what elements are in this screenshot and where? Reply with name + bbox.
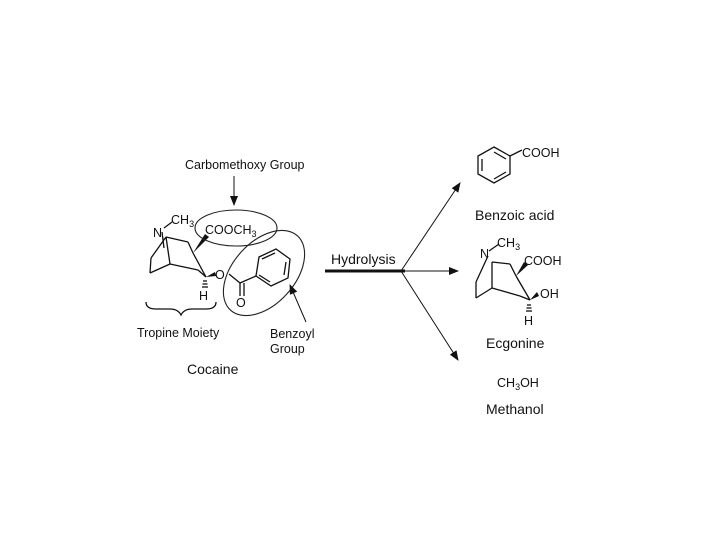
ecgonine-methyl: CH3 bbox=[497, 236, 520, 252]
carbomethoxy-ellipse bbox=[194, 209, 278, 247]
benzoic-acid-label: Benzoic acid bbox=[475, 207, 554, 223]
hydrolysis-label: Hydrolysis bbox=[331, 251, 396, 267]
cocaine-h-atom: H bbox=[199, 289, 208, 303]
ecgonine-structure: N CH3 COOH OH H bbox=[475, 236, 562, 328]
cocaine-label: Cocaine bbox=[187, 361, 239, 377]
methanol-formula: CH3OH bbox=[497, 376, 539, 392]
benzoic-cooh-group: COOH bbox=[522, 146, 560, 160]
benzoic-acid-structure: COOH bbox=[477, 146, 560, 184]
ecgonine-n-atom: N bbox=[480, 247, 489, 261]
cocaine-n-atom: N bbox=[153, 226, 162, 240]
reaction-arrows bbox=[325, 182, 461, 361]
cocaine-methyl: CH3 bbox=[171, 213, 194, 229]
cocaine-ester-oxygen: O bbox=[215, 268, 225, 282]
ecgonine-oh-group: OH bbox=[540, 287, 559, 301]
arrow-to-benzoic-acid bbox=[400, 182, 461, 272]
arrow-to-methanol bbox=[400, 270, 459, 361]
benzoyl-label-line2: Group bbox=[270, 342, 305, 356]
benzoyl-pointer bbox=[289, 284, 307, 323]
benzoyl-label-line1: Benzoyl bbox=[270, 327, 314, 341]
ecgonine-cooh-group: COOH bbox=[524, 254, 562, 268]
cocaine-ester-group: COOCH3 bbox=[205, 223, 257, 239]
carbomethoxy-label: Carbomethoxy Group bbox=[185, 158, 305, 172]
ecgonine-label: Ecgonine bbox=[486, 335, 545, 351]
benzoyl-ellipse bbox=[222, 229, 306, 317]
tropine-brace bbox=[145, 301, 217, 317]
cocaine-structure: N CH3 COOCH3 O O H bbox=[145, 176, 307, 323]
cocaine-carbonyl-oxygen: O bbox=[236, 296, 246, 310]
ecgonine-h-atom: H bbox=[524, 314, 533, 328]
methanol-label: Methanol bbox=[486, 401, 544, 417]
tropine-moiety-label: Tropine Moiety bbox=[137, 326, 220, 340]
